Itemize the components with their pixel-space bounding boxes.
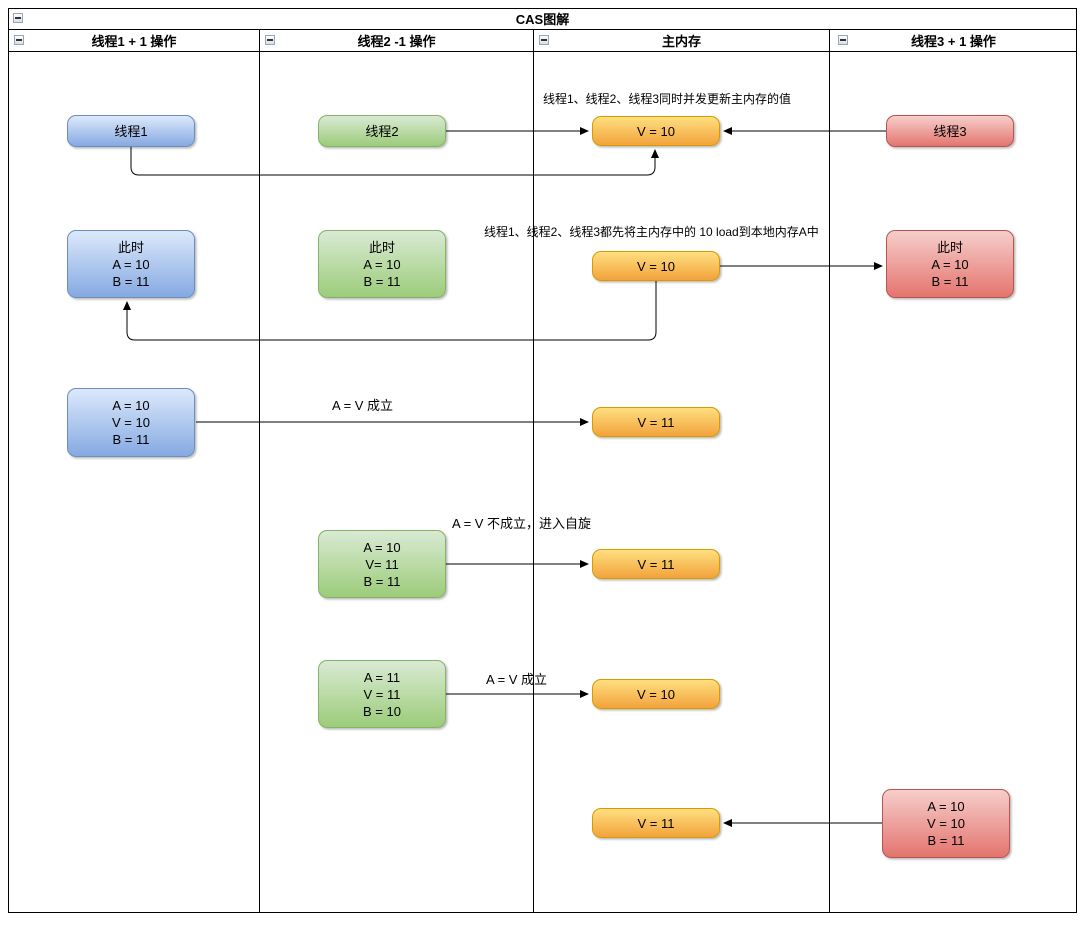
node-thread1[interactable]: 线程1: [67, 115, 195, 147]
minus-glyph: [840, 39, 846, 41]
pool-border: [8, 8, 1077, 913]
lane-label: 线程2 -1 操作: [357, 33, 436, 49]
minus-glyph: [267, 39, 273, 41]
title-divider: [8, 29, 1077, 30]
node-thread2-state[interactable]: 此时 A = 10 B = 11: [318, 230, 446, 298]
node-thread1-cas[interactable]: A = 10 V = 10 B = 11: [67, 388, 195, 457]
node-label: B = 11: [931, 273, 969, 289]
collapse-icon[interactable]: [265, 35, 275, 45]
annotation-load-to-local: 线程1、线程2、线程3都先将主内存中的 10 load到本地内存A中: [484, 225, 819, 239]
lane-label: 线程3 + 1 操作: [911, 33, 996, 49]
node-label: V = 10: [637, 258, 675, 274]
node-label: 此时: [368, 239, 395, 255]
node-label: A = 10: [927, 799, 965, 814]
node-memory-v10-row5[interactable]: V = 10: [592, 679, 720, 709]
collapse-icon[interactable]: [14, 35, 24, 45]
node-label: B = 11: [363, 273, 401, 289]
node-label: 线程3: [933, 123, 967, 139]
node-label: V = 10: [637, 123, 675, 139]
collapse-icon[interactable]: [838, 35, 848, 45]
node-thread3-cas[interactable]: A = 10 V = 10 B = 11: [882, 789, 1010, 858]
node-thread3-state[interactable]: 此时 A = 10 B = 11: [886, 230, 1014, 298]
node-label: B = 11: [112, 273, 150, 289]
node-label: 此时: [117, 239, 144, 255]
node-memory-v11-row4[interactable]: V = 11: [592, 549, 720, 579]
pool-title[interactable]: CAS图解: [8, 8, 1077, 29]
annotation-cas-success-thread1: A = V 成立: [332, 398, 394, 413]
lane-header-thread1[interactable]: 线程1 + 1 操作: [9, 30, 259, 50]
annotation-concurrent-update: 线程1、线程2、线程3同时并发更新主内存的值: [543, 92, 792, 106]
annotation-cas-success-thread2: A = V 成立: [486, 672, 548, 687]
lane-divider-2: [533, 29, 534, 913]
header-divider: [8, 51, 1077, 52]
node-label: A = 10: [363, 539, 401, 555]
node-memory-v10-row1[interactable]: V = 10: [592, 116, 720, 146]
node-label: A = 10: [112, 256, 150, 272]
node-label: B = 10: [363, 703, 401, 719]
minus-glyph: [15, 17, 21, 19]
node-label: V = 10: [112, 415, 150, 430]
lane-header-thread3[interactable]: 线程3 + 1 操作: [830, 30, 1077, 50]
node-label: V = 11: [637, 556, 675, 572]
node-label: B = 11: [927, 833, 965, 848]
node-thread3[interactable]: 线程3: [886, 115, 1014, 147]
lane-label: 主内存: [661, 33, 701, 49]
lane-header-thread2[interactable]: 线程2 -1 操作: [260, 30, 533, 50]
node-thread2[interactable]: 线程2: [318, 115, 446, 147]
pool-title-label: CAS图解: [515, 12, 570, 27]
node-label: V = 11: [363, 686, 401, 702]
node-label: A = 11: [363, 669, 401, 685]
node-memory-v11-row3[interactable]: V = 11: [592, 407, 720, 437]
node-label: V = 10: [927, 816, 965, 831]
node-label: 线程2: [365, 123, 399, 139]
node-label: V = 11: [637, 815, 675, 831]
node-label: B = 11: [363, 573, 401, 589]
annotation-cas-fail-spin: A = V 不成立，进入自旋: [452, 516, 592, 531]
node-label: A = 10: [363, 256, 401, 272]
node-label: A = 10: [112, 398, 150, 413]
node-label: A = 10: [931, 256, 969, 272]
node-memory-v11-row6[interactable]: V = 11: [592, 808, 720, 838]
node-thread1-state[interactable]: 此时 A = 10 B = 11: [67, 230, 195, 298]
node-memory-v10-row2[interactable]: V = 10: [592, 251, 720, 281]
node-label: B = 11: [112, 432, 150, 447]
node-label: 此时: [936, 239, 963, 255]
lane-label: 线程1 + 1 操作: [91, 33, 177, 49]
lane-header-main-memory[interactable]: 主内存: [534, 30, 829, 50]
collapse-icon[interactable]: [539, 35, 549, 45]
node-label: V= 11: [365, 556, 399, 572]
node-thread2-cas-fail[interactable]: A = 10 V= 11 B = 11: [318, 530, 446, 598]
node-label: 线程1: [114, 123, 148, 139]
node-thread2-cas-ok[interactable]: A = 11 V = 11 B = 10: [318, 660, 446, 728]
lane-divider-3: [829, 29, 830, 913]
lane-divider-1: [259, 29, 260, 913]
collapse-icon[interactable]: [13, 13, 23, 23]
node-label: V = 10: [637, 686, 675, 702]
node-label: V = 11: [637, 414, 675, 430]
minus-glyph: [541, 39, 547, 41]
minus-glyph: [16, 39, 22, 41]
